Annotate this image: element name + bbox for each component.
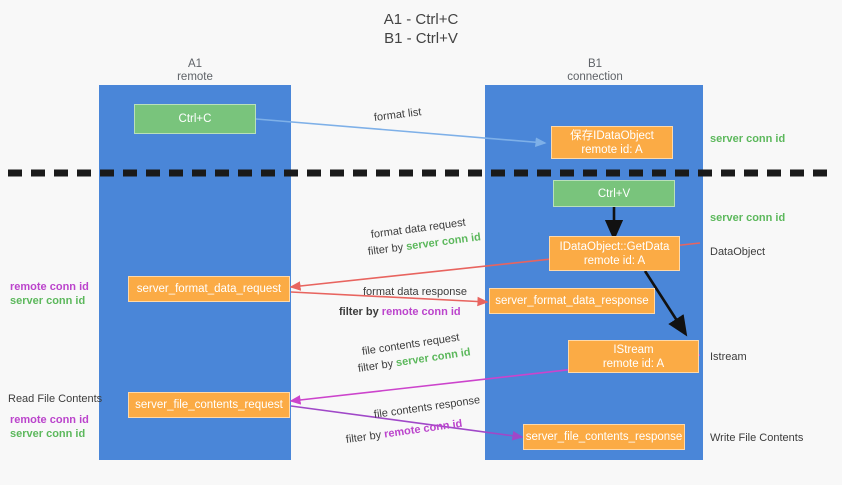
node-istream-sub: remote id: A: [602, 357, 665, 370]
lane-header-a1: A1 remote: [120, 58, 270, 84]
side-label-server-conn-id-bottom: server conn id: [10, 428, 86, 440]
filter-by-text-2: filter by: [339, 306, 379, 318]
node-server-file-contents-request[interactable]: server_file_contents_request: [128, 392, 290, 418]
filter-by-text-1: filter by: [367, 241, 404, 258]
node-server-file-contents-response-label: server_file_contents_response: [525, 431, 683, 443]
edge-label-file-contents-response: file contents response: [373, 394, 481, 421]
node-ctrl-v[interactable]: Ctrl+V: [553, 180, 675, 207]
filter-by-text-4: filter by: [345, 429, 382, 446]
node-ctrl-c[interactable]: Ctrl+C: [134, 104, 256, 134]
side-label-server-conn-id-mid: server conn id: [10, 295, 86, 307]
side-label-write-file-contents: Write File Contents: [710, 432, 804, 444]
node-idataobject-copy-label: 保存IDataObject: [570, 129, 654, 142]
edge-label-format-data-response: format data response: [363, 286, 467, 298]
side-label-read-file-contents: Read File Contents: [8, 393, 103, 405]
edge-label-file-contents-response-filter: filter by remote conn id: [345, 417, 463, 447]
side-label-istream: Istream: [710, 351, 747, 363]
node-server-file-contents-request-label: server_file_contents_request: [135, 399, 283, 411]
lane-a1-sub: remote: [177, 71, 213, 83]
node-server-format-data-response-label: server_format_data_response: [495, 295, 649, 307]
node-idataobject-getdata-sub: remote id: A: [583, 254, 646, 267]
filter-by-text-3: filter by: [357, 357, 394, 375]
lane-header-b1: B1 connection: [520, 58, 670, 84]
node-idataobject-getdata-label: IDataObject::GetData: [559, 240, 670, 253]
node-server-format-data-request-label: server_format_data_request: [136, 283, 282, 295]
node-server-format-data-request[interactable]: server_format_data_request: [128, 276, 290, 302]
side-label-remote-conn-id-bottom: remote conn id: [10, 414, 89, 426]
node-server-format-data-response[interactable]: server_format_data_response: [489, 288, 655, 314]
side-label-server-conn-mid: server conn id: [710, 212, 786, 224]
remote-conn-id-text-2: remote conn id: [381, 306, 461, 318]
lane-b1-sub: connection: [567, 71, 623, 83]
remote-conn-id-text-4: remote conn id: [383, 417, 464, 441]
node-ctrl-v-label: Ctrl+V: [597, 187, 631, 200]
node-idataobject-copy-sub: remote id: A: [581, 143, 643, 156]
diagram-title-line2: B1 - Ctrl+V: [384, 30, 458, 47]
side-label-server-conn-top: server conn id: [710, 133, 786, 145]
side-label-remote-conn-id-mid: remote conn id: [10, 281, 89, 293]
node-istream[interactable]: IStream remote id: A: [568, 340, 699, 373]
node-ctrl-c-label: Ctrl+C: [178, 113, 212, 125]
node-idataobject-getdata[interactable]: IDataObject::GetData remote id: A: [549, 236, 680, 271]
diagram-title-line1: A1 - Ctrl+C: [383, 11, 459, 28]
lane-a1-name: A1: [187, 58, 203, 70]
lane-b1-name: B1: [587, 58, 603, 70]
node-server-file-contents-response[interactable]: server_file_contents_response: [523, 424, 685, 450]
edge-label-format-data-response-filter: filter by remote conn id: [339, 305, 461, 319]
node-istream-label: IStream: [613, 343, 654, 356]
node-idataobject-copy[interactable]: 保存IDataObject remote id: A: [551, 126, 673, 159]
edge-label-format-list: format list: [373, 106, 423, 124]
side-label-dataobject: DataObject: [710, 246, 766, 258]
